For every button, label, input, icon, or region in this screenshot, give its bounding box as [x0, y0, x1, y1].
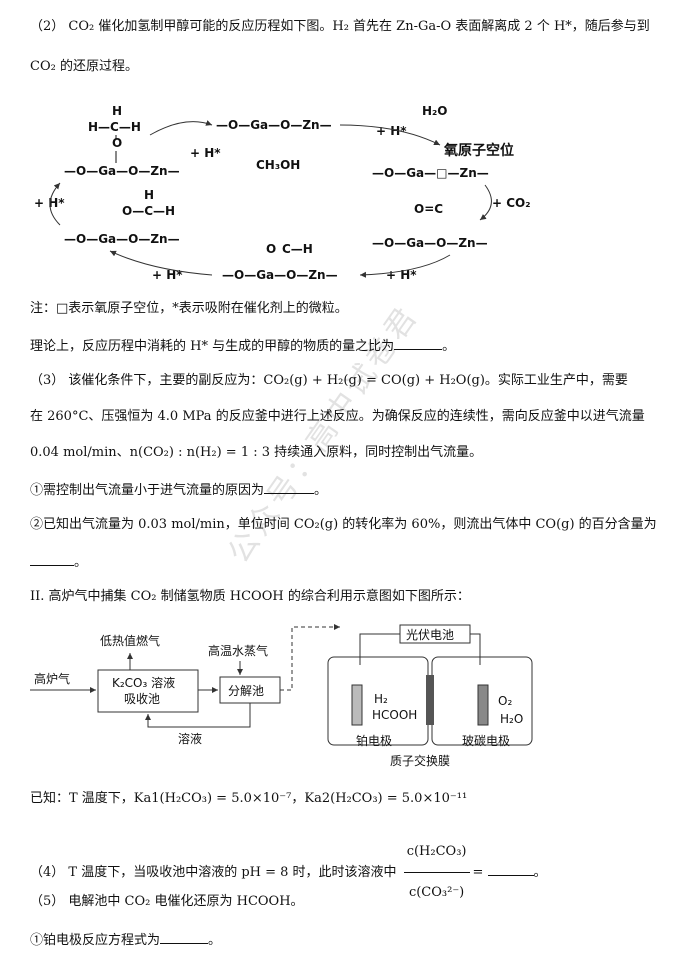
proton-exchange-membrane	[426, 675, 434, 725]
absorption-tank	[97, 669, 199, 713]
q4-fraction: c(H₂CO₃) c(CO₃²⁻)	[403, 832, 470, 913]
reaction-mechanism-diagram: H H—C—H O —O—Ga—O—Zn— —O—Ga—O—Zn— CH₃OH …	[34, 104, 531, 282]
q3-line2: 在 260°C、压强恒为 4.0 MPa 的反应釜中进行上述反应。为确保反应的连…	[30, 409, 645, 424]
absorb-line1: K₂CO₃ 溶液	[112, 675, 175, 690]
part2-title: II. 高炉气中捕集 CO₂ 制储氢物质 HCOOH 的综合利用示意图如下图所示…	[30, 589, 470, 604]
solution-label: 溶液	[178, 731, 202, 746]
q3-line1: （3） 该催化条件下，主要的副反应为：CO₂(g) + H₂(g) = CO(g…	[30, 373, 628, 388]
pt-electrode-label: 铂电极	[356, 733, 392, 748]
blast-furnace-gas-label: 高炉气	[34, 671, 70, 686]
svg-text:O—C—H: O—C—H	[122, 204, 175, 218]
steam-label: 高温水蒸气	[208, 643, 268, 658]
q3-sub1: ①需控制出气流量小于进气流量的原因为。	[30, 480, 327, 500]
h2-label: H₂	[374, 692, 388, 706]
q3-sub2-blank: 。	[30, 552, 87, 572]
absorb-line2: 吸收池	[124, 692, 160, 706]
q2-intro-line1: （2） CO₂ 催化加氢制甲醇可能的反应历程如下图。H₂ 首先在 Zn-Ga-O…	[30, 19, 650, 34]
q5-sub1: ①铂电极反应方程式为。	[30, 930, 221, 950]
q5: （5） 电解池中 CO₂ 电催化还原为 HCOOH。	[30, 894, 304, 909]
chain-formate: —O—Ga—O—Zn—	[222, 268, 338, 282]
hch-mid: H—C—H	[88, 120, 141, 134]
oxygen-vacancy-label: 氧原子空位	[443, 142, 514, 159]
plus-h-5: + H*	[386, 268, 417, 282]
plus-h-1: + H*	[190, 146, 221, 160]
chain-left: —O—Ga—O—Zn—	[64, 164, 180, 178]
known-values: 已知：T 温度下，Ka1(H₂CO₃) = 5.0×10⁻⁷，Ka2(H₂CO₃…	[30, 791, 468, 806]
process-diagram: 低热值燃气 高炉气 K₂CO₃ 溶液 吸收池 高温水蒸气 分解池 溶液 光伏电池…	[30, 624, 533, 768]
h-top2: H	[144, 188, 154, 202]
chain-och: —O—Ga—O—Zn—	[64, 232, 180, 246]
glassy-carbon-label: 玻碳电极	[462, 734, 510, 748]
chain-co2: —O—Ga—O—Zn—	[372, 236, 488, 250]
o-label: O	[112, 136, 122, 150]
glassy-carbon-electrode	[477, 684, 489, 726]
q2-question: 理论上，反应历程中消耗的 H* 与生成的甲醇的物质的量之比为。	[30, 336, 455, 356]
q2-intro-line2: CO₂ 的还原过程。	[30, 59, 138, 74]
q3-sub2: ②已知出气流量为 0.03 mol/min，单位时间 CO₂(g) 的转化率为 …	[30, 517, 657, 532]
pv-battery-label: 光伏电池	[406, 628, 454, 642]
q4: （4） T 温度下，当吸收池中溶液的 pH = 8 时，此时该溶液中 c(H₂C…	[30, 832, 547, 913]
chain-top: —O—Ga—O—Zn—	[216, 118, 332, 132]
q3-line3: 0.04 mol/min、n(CO₂) : n(H₂) = 1 : 3 持续通入…	[30, 445, 483, 460]
o2-label: O₂	[498, 694, 512, 708]
svg-text:O=C: O=C	[414, 202, 443, 216]
plus-h-4: + H*	[152, 268, 183, 282]
h2o-label: H₂O	[422, 104, 448, 118]
ch3oh-label: CH₃OH	[256, 158, 300, 172]
decompose-label: 分解池	[228, 684, 264, 698]
c-h-label: C—H	[282, 242, 313, 256]
hch-top-h: H	[112, 104, 122, 118]
o-c-label: O	[266, 242, 276, 256]
h2o-cell-label: H₂O	[500, 712, 523, 726]
q2-note: 注：□表示氧原子空位，*表示吸附在催化剂上的微粒。	[30, 301, 348, 316]
pt-electrode	[351, 684, 363, 726]
chain-vacancy: —O—Ga—□—Zn—	[372, 166, 489, 180]
membrane-label: 质子交换膜	[390, 753, 450, 768]
hcooh-label: HCOOH	[372, 708, 417, 722]
plus-h-2: + H*	[376, 124, 407, 138]
plus-co2: + CO₂	[492, 196, 531, 210]
low-heat-gas-label: 低热值燃气	[100, 633, 160, 648]
